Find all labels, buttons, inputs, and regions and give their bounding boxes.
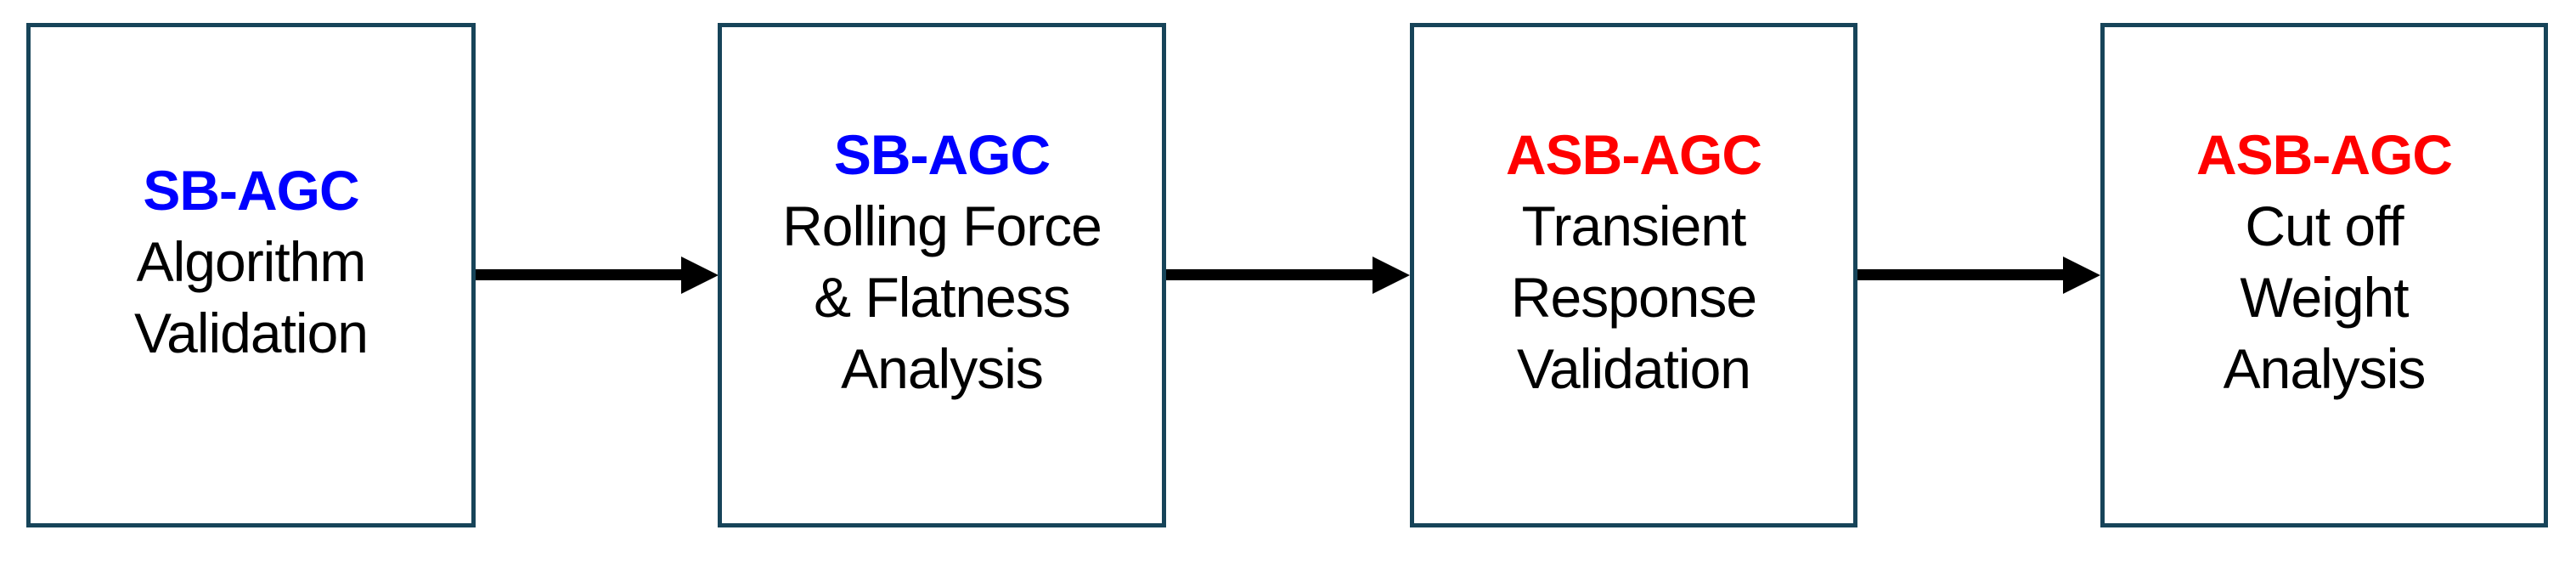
box-title: ASB-AGC xyxy=(1506,123,1762,186)
flow-box-asb-agc-transient-response-validation: ASB-AGC Transient Response Validation xyxy=(1410,23,1857,527)
connector-arrow-3 xyxy=(1857,257,2100,294)
box-line: Rolling Force xyxy=(782,195,1102,257)
box-line: Algorithm xyxy=(136,230,367,293)
box-title: SB-AGC xyxy=(833,123,1051,186)
box-title: SB-AGC xyxy=(143,159,359,222)
arrow-head-icon xyxy=(1373,257,1410,294)
arrow-head-icon xyxy=(681,257,719,294)
box-text-block: SB-AGC Algorithm Validation xyxy=(31,155,471,369)
box-title: ASB-AGC xyxy=(2196,123,2453,186)
box-text-block: ASB-AGC Transient Response Validation xyxy=(1414,119,1853,404)
box-line: Weight xyxy=(2240,266,2409,329)
box-line: Response xyxy=(1510,266,1757,329)
box-line: Validation xyxy=(134,302,369,364)
box-line: Transient xyxy=(1521,195,1747,257)
arrow-shaft xyxy=(476,269,685,280)
arrow-shaft xyxy=(1857,269,2066,280)
box-line: Cut off xyxy=(2245,195,2404,257)
arrow-head-icon xyxy=(2063,257,2100,294)
connector-arrow-1 xyxy=(476,257,719,294)
box-line: Analysis xyxy=(2223,337,2427,400)
box-line: & Flatness xyxy=(814,266,1071,329)
box-line: Validation xyxy=(1517,337,1751,400)
connector-arrow-2 xyxy=(1166,257,1410,294)
box-line: Analysis xyxy=(841,337,1044,400)
box-text-block: ASB-AGC Cut off Weight Analysis xyxy=(2105,119,2544,404)
arrow-shaft xyxy=(1166,269,1376,280)
flow-box-sb-agc-algorithm-validation: SB-AGC Algorithm Validation xyxy=(26,23,476,527)
box-text-block: SB-AGC Rolling Force & Flatness Analysis xyxy=(722,119,1162,404)
flow-box-sb-agc-rolling-force-flatness-analysis: SB-AGC Rolling Force & Flatness Analysis xyxy=(718,23,1166,527)
flow-box-asb-agc-cut-off-weight-analysis: ASB-AGC Cut off Weight Analysis xyxy=(2100,23,2548,527)
